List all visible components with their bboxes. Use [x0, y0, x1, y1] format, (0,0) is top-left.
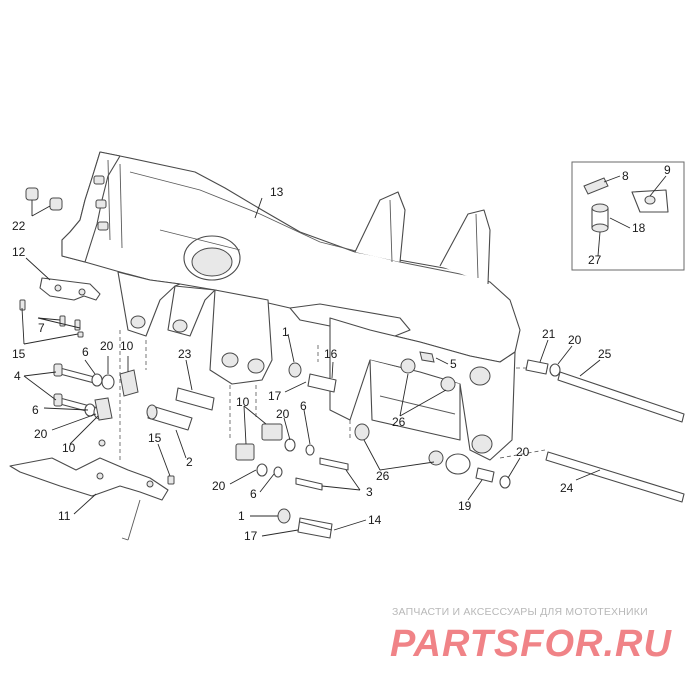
leader-lines — [21, 175, 667, 537]
shaft-24 — [545, 451, 685, 503]
washer-20c — [284, 438, 296, 452]
callout-25: 25 — [598, 347, 612, 361]
callout-12: 12 — [12, 245, 26, 259]
sleeve-17a — [307, 373, 337, 393]
callout-23: 23 — [178, 347, 192, 361]
callout-20: 20 — [568, 333, 582, 347]
washer-6c — [305, 444, 315, 456]
main-frame — [61, 151, 521, 475]
washer-6d — [273, 466, 283, 478]
callout-10: 10 — [120, 339, 134, 353]
callout-3: 3 — [366, 485, 373, 499]
bushing-10a — [119, 369, 139, 397]
bolt-3a — [319, 457, 349, 471]
small-parts — [9, 187, 685, 541]
callout-6: 6 — [32, 403, 39, 417]
washer-20a — [101, 374, 115, 390]
bolt-3b — [295, 477, 323, 491]
callout-26: 26 — [392, 415, 406, 429]
watermark-tagline: ЗАПЧАСТИ И АКСЕССУАРЫ ДЛЯ МОТОТЕХНИКИ — [392, 606, 648, 618]
bolt-4 — [53, 363, 99, 413]
callout-11: 11 — [58, 509, 71, 523]
cap-22 — [25, 187, 63, 211]
bush-26c — [354, 423, 370, 441]
washer-20d — [256, 463, 268, 477]
callout-20: 20 — [100, 339, 114, 353]
callout-10: 10 — [62, 441, 76, 455]
callout-8: 8 — [622, 169, 629, 183]
sleeve-17b — [297, 517, 333, 539]
bush-21 — [525, 359, 549, 375]
callout-4: 4 — [14, 369, 21, 383]
plate-23 — [175, 387, 215, 411]
clip-8 — [583, 177, 609, 195]
callout-24: 24 — [560, 481, 574, 495]
screw-15b — [167, 475, 175, 485]
bush-26b — [440, 376, 456, 392]
callout-20: 20 — [212, 479, 226, 493]
callout-17: 17 — [268, 389, 282, 403]
sleeve-1a — [288, 362, 302, 378]
callout-1: 1 — [238, 509, 245, 523]
detail-inset — [571, 161, 685, 271]
callout-13: 13 — [270, 185, 284, 199]
callout-16: 16 — [324, 347, 338, 361]
callout-20: 20 — [516, 445, 530, 459]
callout-9: 9 — [664, 163, 671, 177]
callout-17: 17 — [244, 529, 258, 543]
callout-22: 22 — [12, 219, 26, 233]
callout-15: 15 — [148, 431, 162, 445]
bush-26d — [428, 450, 444, 466]
bracket-12 — [39, 277, 101, 301]
callout-18: 18 — [632, 221, 646, 235]
callout-10: 10 — [236, 395, 250, 409]
bushing-10b — [94, 397, 113, 421]
sleeve-1b — [277, 508, 291, 524]
callout-7: 7 — [38, 321, 45, 335]
callout-20: 20 — [34, 427, 48, 441]
spacer-10c — [261, 423, 283, 441]
callout-2: 2 — [186, 455, 193, 469]
spacer-10d — [235, 443, 255, 461]
clip-5 — [419, 351, 435, 363]
callout-19: 19 — [458, 499, 472, 513]
callout-6: 6 — [250, 487, 257, 501]
shaft-25 — [557, 371, 685, 423]
callout-20: 20 — [276, 407, 290, 421]
callout-labels: 13 22 12 7 15 4 6 20 10 6 20 10 23 15 2 … — [12, 163, 671, 543]
callout-6: 6 — [300, 399, 307, 413]
callout-26: 26 — [376, 469, 390, 483]
washer-6a — [91, 373, 103, 387]
washer-20f — [499, 475, 511, 489]
callout-1: 1 — [282, 325, 289, 339]
callout-15: 15 — [12, 347, 26, 361]
callout-6: 6 — [82, 345, 89, 359]
screw-7 — [19, 299, 84, 338]
callout-27: 27 — [588, 253, 602, 267]
bush-19 — [475, 467, 495, 483]
watermark-logo: PARTSFOR.RU — [390, 623, 672, 665]
bush-26a — [400, 358, 416, 374]
svg-text:PARTSFOR.RU: PARTSFOR.RU — [390, 623, 672, 665]
callout-5: 5 — [450, 357, 457, 371]
callout-21: 21 — [542, 327, 556, 341]
callout-14: 14 — [368, 513, 382, 527]
washer-20e — [549, 363, 561, 377]
bracket-11 — [9, 457, 169, 541]
